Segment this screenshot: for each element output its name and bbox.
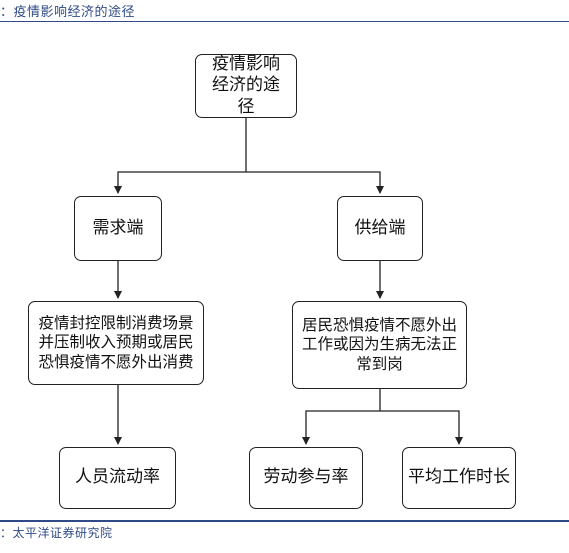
node-supply-detail: 居民恐惧疫情不愿外出工作或因为生病无法正常到岗 xyxy=(292,301,467,389)
figure-source: ：太平洋证券研究院 xyxy=(0,526,113,540)
figure-caption: ：疫情影响经济的途径 xyxy=(0,5,136,20)
node-supply: 供给端 xyxy=(337,196,423,261)
node-demand-detail: 疫情封控限制消费场景并压制收入预期或居民恐惧疫情不愿外出消费 xyxy=(28,301,204,385)
connector-supply-left xyxy=(302,410,380,445)
caption-rule xyxy=(0,0,569,22)
connector-root-right xyxy=(246,171,384,194)
node-root: 疫情影响经济的途径 xyxy=(195,54,297,118)
node-labor-participation: 劳动参与率 xyxy=(249,447,363,509)
node-work-hours: 平均工作时长 xyxy=(402,447,516,509)
connector-root-left xyxy=(114,171,246,194)
connector-supply-right xyxy=(380,410,463,445)
node-employment: 人员流动率 xyxy=(59,447,176,509)
node-demand: 需求端 xyxy=(74,196,162,261)
source-rule xyxy=(0,520,569,522)
